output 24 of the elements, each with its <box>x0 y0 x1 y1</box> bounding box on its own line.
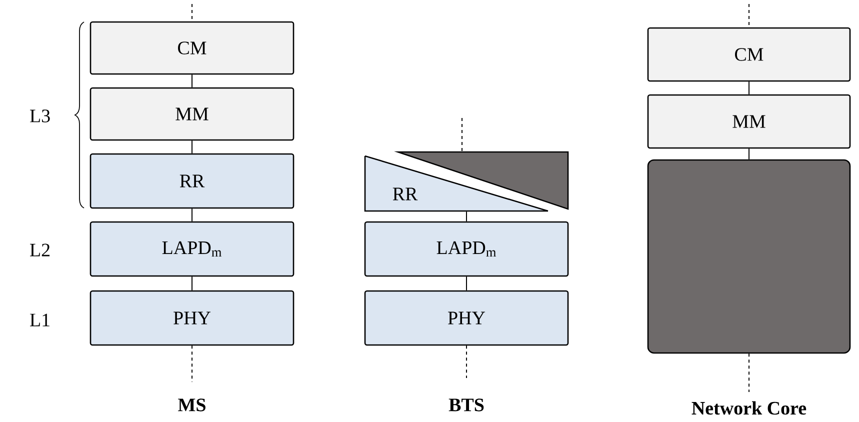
layer-box: MM <box>90 87 294 141</box>
layer-box: LAPD$_{m}$ <box>90 221 294 277</box>
layer-label: L1 <box>30 314 50 326</box>
layer-label: L2 <box>30 244 50 256</box>
stack-title: BTS <box>448 398 484 412</box>
layer-box: RR <box>90 153 294 209</box>
stack-title: Network Core <box>692 401 806 415</box>
connector-line <box>466 276 467 291</box>
dashed-line <box>748 353 750 392</box>
layer-box: CM <box>647 27 851 82</box>
layer-box: CM <box>90 21 294 75</box>
layer-box: MM <box>647 94 851 149</box>
dashed-line <box>466 345 467 378</box>
layer-box: LAPD$_{m}$ <box>364 221 569 277</box>
layer-box: PHY <box>364 290 569 346</box>
stack-title: MS <box>178 398 206 412</box>
layer-label: L3 <box>30 110 50 122</box>
connector-line <box>466 211 467 222</box>
layer-box: PHY <box>90 290 294 346</box>
connector-line <box>748 148 750 160</box>
connector-line <box>748 81 750 95</box>
filled-box <box>647 159 851 354</box>
split-layer-box: RR <box>364 155 548 212</box>
dashed-line <box>748 4 750 28</box>
